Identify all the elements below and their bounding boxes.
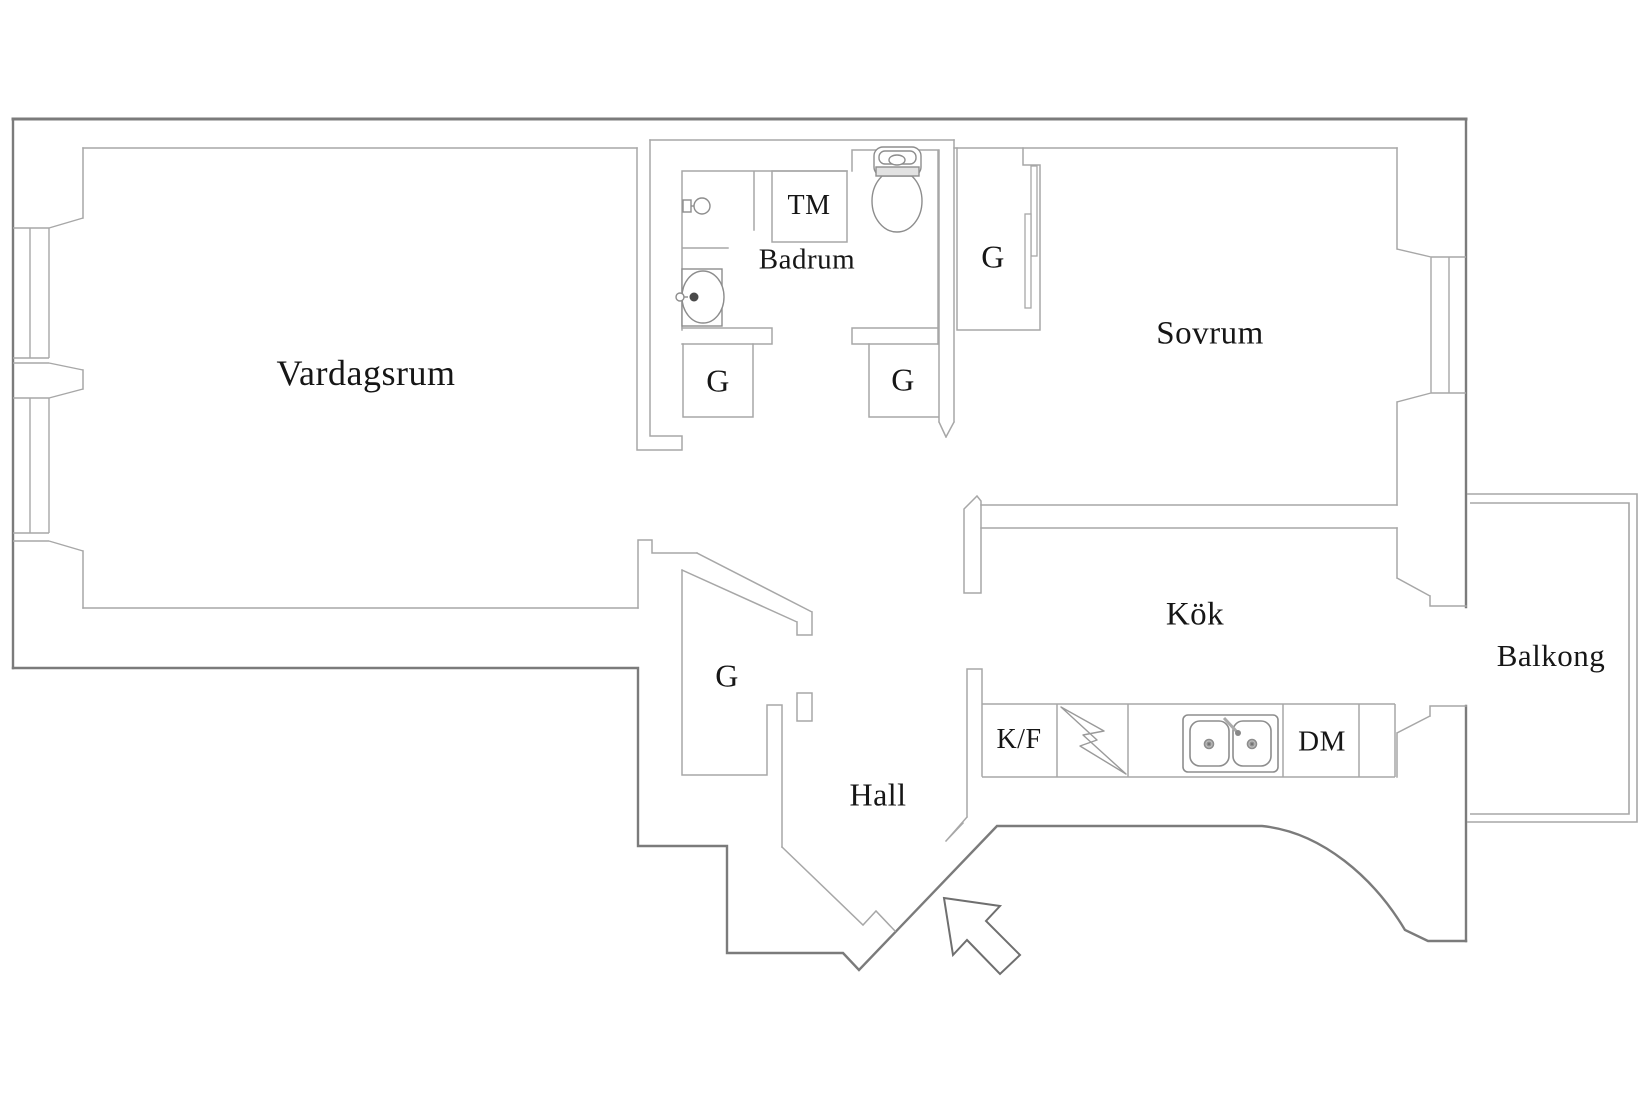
room-label-sovrum: Sovrum xyxy=(1156,315,1264,352)
room-label-hall: Hall xyxy=(849,776,907,813)
outer-walls xyxy=(11,117,1468,972)
window-icon-sovrum xyxy=(1396,248,1466,403)
window-icon-left-2 xyxy=(13,388,84,552)
closet-label-g-badrum-right: G xyxy=(891,361,915,398)
bathroom-sink-icon xyxy=(675,268,725,327)
stove-lightning-icon xyxy=(1060,706,1127,775)
closet-label-g-sovrum: G xyxy=(981,238,1005,275)
kitchen-counter xyxy=(982,703,1396,778)
room-label-vardagsrum: Vardagsrum xyxy=(276,353,456,393)
room-label-balkong: Balkong xyxy=(1496,638,1606,673)
inner-walls xyxy=(82,139,1467,933)
balcony-outline xyxy=(1467,493,1638,823)
room-label-badrum: Badrum xyxy=(758,243,856,276)
toilet-icon xyxy=(871,146,923,233)
kitchen-sink-icon xyxy=(1182,714,1279,773)
sliding-door-icon xyxy=(1024,165,1038,309)
appliance-label-dm: DM xyxy=(1298,725,1346,758)
washing-machine-box xyxy=(771,170,848,243)
shower-icon xyxy=(682,197,711,215)
appliance-label-tm: TM xyxy=(787,190,831,221)
room-label-kok: Kök xyxy=(1165,596,1225,633)
closet-label-g-hall: G xyxy=(715,657,739,694)
closet-label-g-badrum-left: G xyxy=(706,362,730,399)
entrance-arrow-icon xyxy=(942,896,1022,976)
appliance-label-kf: K/F xyxy=(996,724,1042,755)
window-icon-left-1 xyxy=(13,217,84,371)
